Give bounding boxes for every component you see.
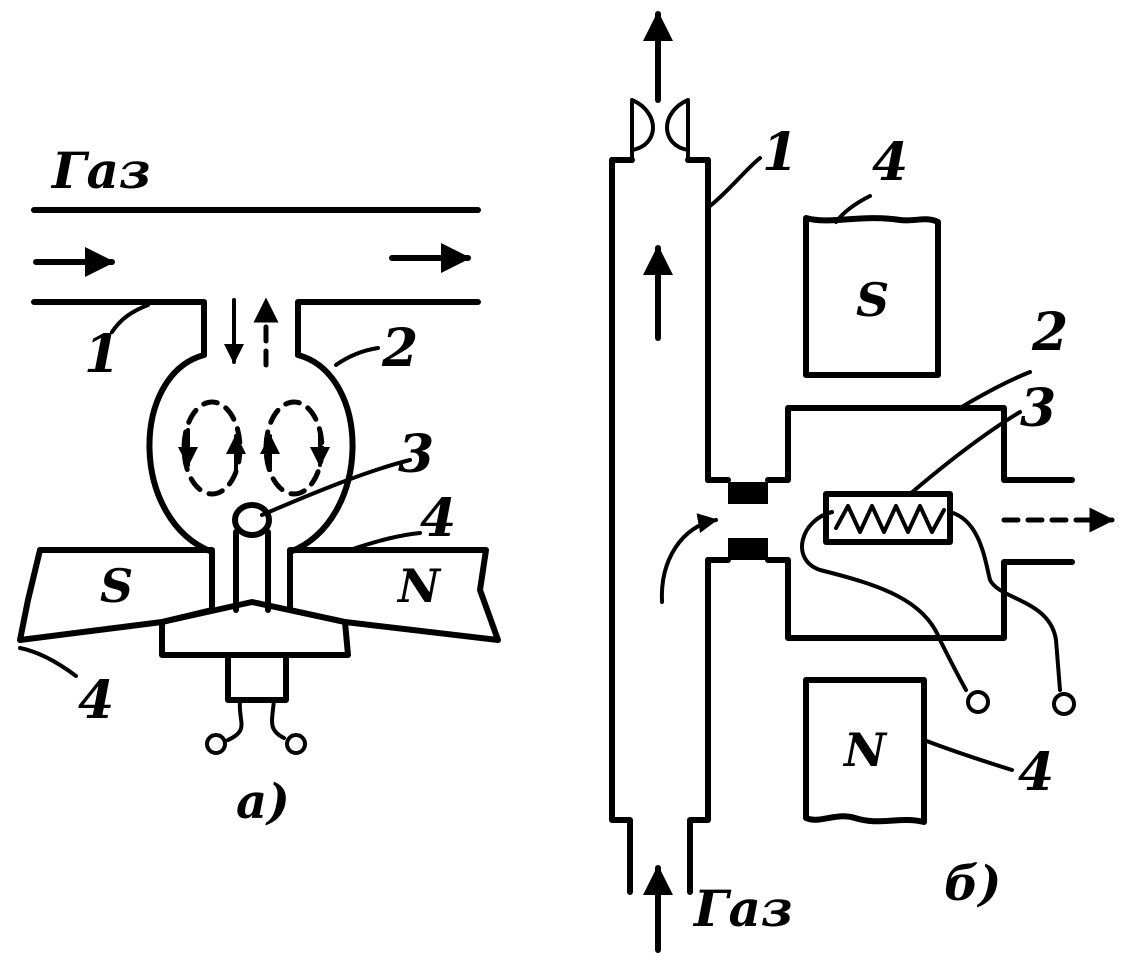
heater-element-b [823,491,953,545]
sensor-element-a [232,502,272,613]
spherical-chamber [146,352,356,613]
callout-3-b: 3 [1020,378,1056,439]
magnet-s-b [803,215,941,378]
vertical-tube-b [609,98,711,895]
pole-wedge-a [159,599,351,703]
orifice-blocks [705,477,768,563]
diagram-a: Газ 1 2 3 4 4 S N а) [17,141,501,830]
magnet-n-a [287,547,501,643]
callout-1-b: 1 [762,122,798,183]
callout-1-a: 1 [84,324,120,385]
caption-a: а) [236,774,290,830]
callout-3-a: 3 [398,424,434,485]
callout-leaders-b [708,156,1032,772]
callout-2-a: 2 [381,318,418,379]
neck-arrows [224,297,279,368]
convection-loops [178,399,330,497]
tube-flow-arrows [643,11,718,953]
callout-4-a-top: 4 [420,488,456,549]
gas-label-a: Газ [50,141,151,200]
callout-4-b-bottom: 4 [1018,742,1054,803]
lead-wires-a [205,698,307,755]
gas-label-b: Газ [692,879,793,938]
heater-wires-b [800,510,1076,716]
pole-n-a: N [396,559,442,613]
pole-s-a: S [100,559,133,613]
magnet-n-b [803,677,927,825]
callout-4-b-top: 4 [872,132,908,193]
chamber-b [765,405,1075,641]
pole-n-b: N [842,723,888,777]
caption-b: б) [944,856,1001,912]
callout-2-b: 2 [1031,302,1068,363]
gas-pipe-a [31,207,481,358]
callout-leaders-a [18,303,422,678]
pipe-flow-arrows [33,243,471,277]
pole-s-b: S [856,273,889,327]
callout-4-a-bottom: 4 [78,670,114,731]
diagram-b: 1 4 2 3 4 S N Газ б) [609,11,1115,953]
